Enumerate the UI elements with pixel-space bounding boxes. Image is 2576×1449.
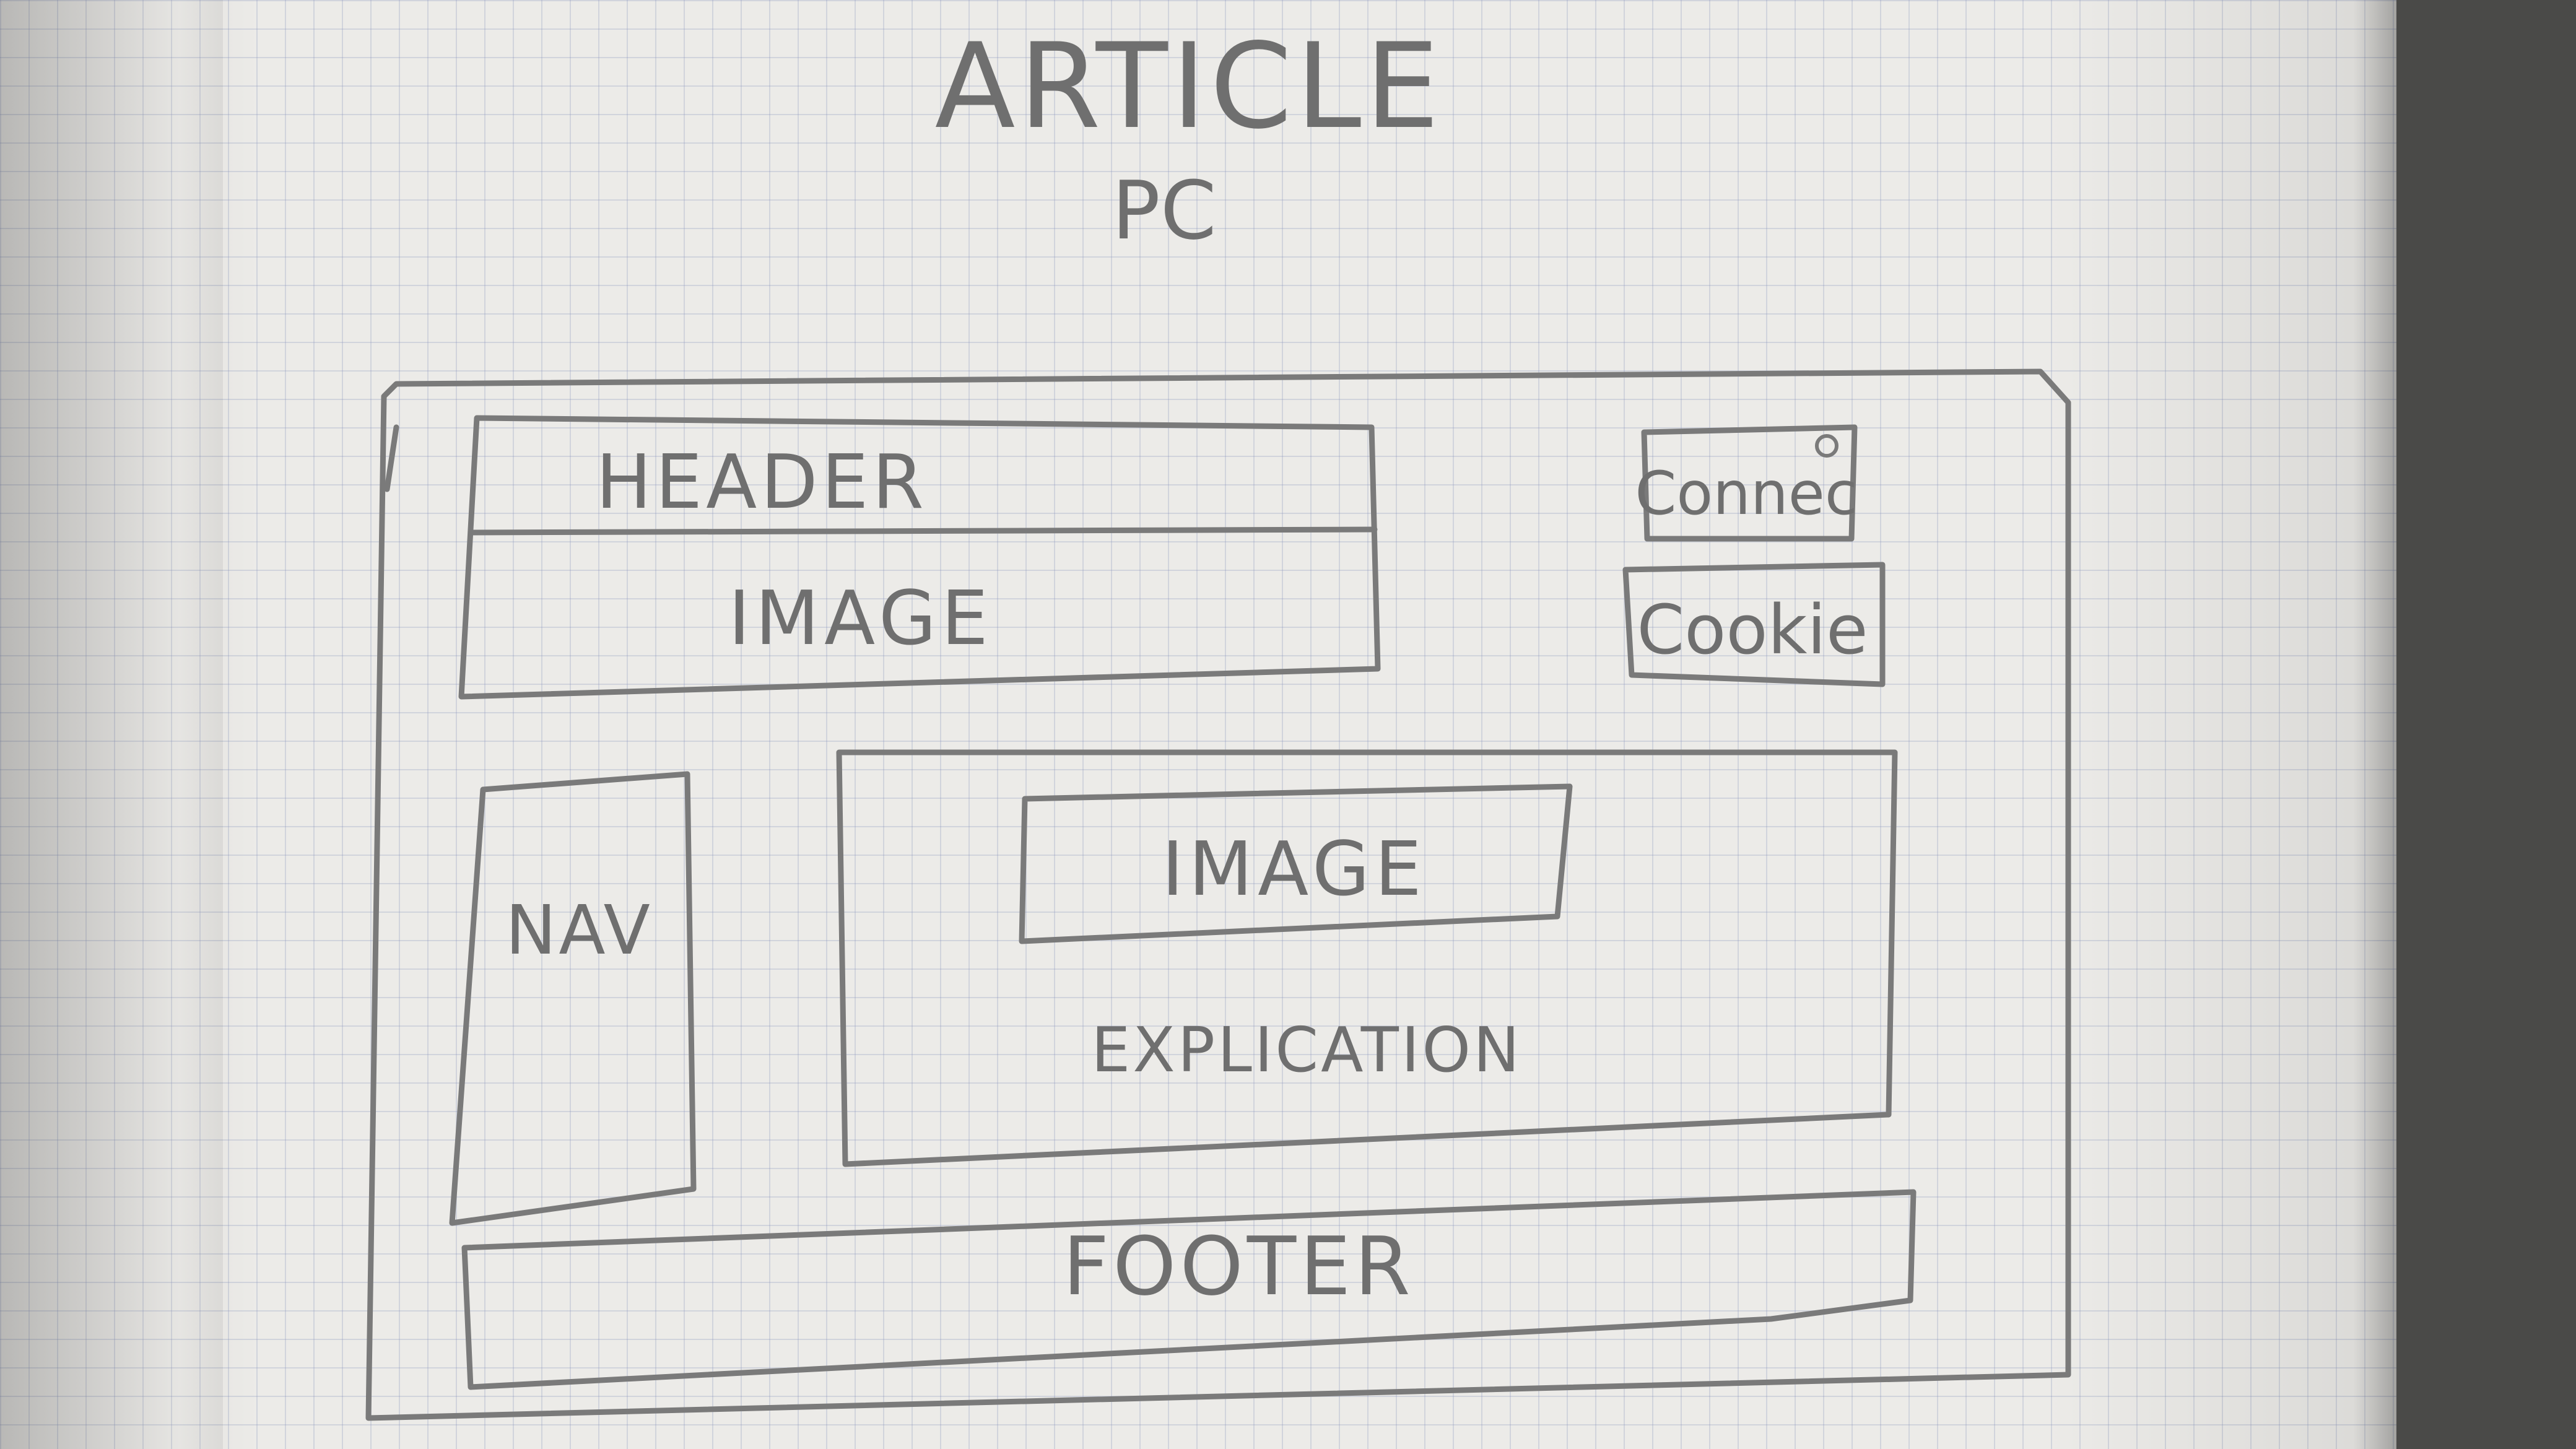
connect-box	[1641, 424, 1858, 542]
nav-box	[449, 771, 697, 1226]
header-image-label: IMAGE	[728, 576, 993, 662]
cookie-label: Cookie	[1637, 590, 1868, 669]
header-box	[458, 415, 1381, 700]
connect-label: Connec	[1635, 459, 1857, 528]
notebook-page	[0, 0, 2396, 1449]
outer-frame-notch	[384, 424, 399, 492]
nav-label: NAV	[505, 890, 653, 970]
footer-box	[461, 1189, 1917, 1390]
sheet-title: ARTICLE	[935, 18, 1443, 155]
connect-icon	[1815, 434, 1838, 458]
content-box	[836, 749, 1898, 1167]
content-image-box	[1019, 783, 1573, 944]
outer-frame	[365, 368, 2071, 1421]
content-image-label: IMAGE	[1162, 827, 1427, 913]
page-shading	[0, 0, 2396, 1449]
explanation-label: EXPLICATION	[1091, 1014, 1522, 1086]
sheet-subtitle: PC	[1112, 163, 1216, 258]
footer-label: FOOTER	[1063, 1219, 1414, 1313]
cookie-box	[1622, 562, 1886, 687]
header-divider	[468, 526, 1378, 536]
header-label: HEADER	[596, 440, 928, 526]
page-edge	[2353, 0, 2396, 1449]
notebook-spine	[0, 0, 223, 1449]
